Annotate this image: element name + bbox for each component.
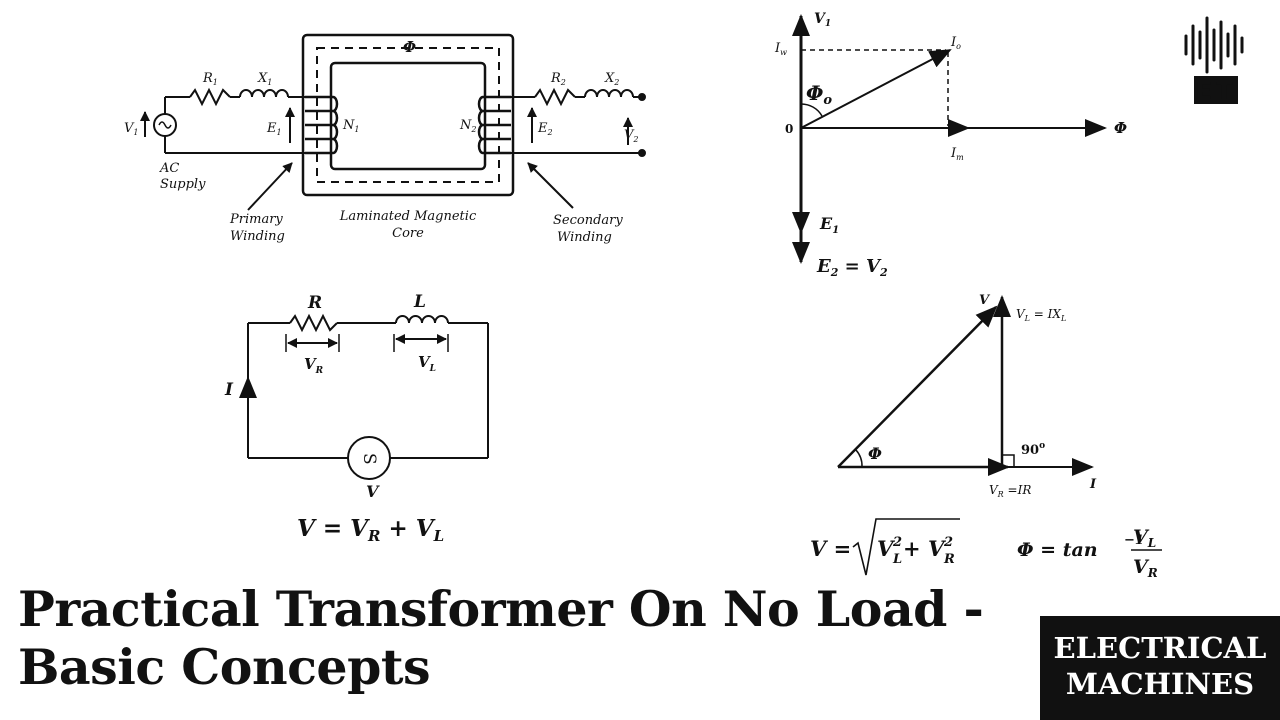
svg-text:2: 2 xyxy=(943,535,953,550)
svg-text:E1: E1 xyxy=(266,121,282,137)
flux-path xyxy=(316,47,500,183)
rl-phasor-labels: V VL = IXL 90o Φ VR =IR I xyxy=(868,293,1097,499)
angle-formula: Φ = tan −1 VL VR xyxy=(1017,526,1162,580)
svg-text:VR: VR xyxy=(1133,556,1158,580)
svg-text:Laminated Magnetic: Laminated Magnetic xyxy=(339,209,477,224)
secondary-winding xyxy=(477,95,511,155)
svg-text:Winding: Winding xyxy=(230,229,285,244)
badge-line-1: ELECTRICAL xyxy=(1053,631,1267,665)
rl-series-circuit xyxy=(239,313,489,480)
svg-text:VR =IR: VR =IR xyxy=(989,483,1031,499)
sound-wave-icon: ET xyxy=(1184,16,1244,105)
rl-phasor-triangle xyxy=(837,295,1094,476)
svg-text:VR: VR xyxy=(304,355,324,376)
svg-text:L: L xyxy=(892,552,902,567)
svg-text:X1: X1 xyxy=(257,71,272,87)
svg-text:VL = IXL: VL = IXL xyxy=(1016,307,1066,323)
inductor-x2 xyxy=(584,89,634,98)
svg-text:0: 0 xyxy=(785,122,793,136)
magnitude-formula: V = V 2 L + V 2 R xyxy=(810,518,960,576)
svg-text:Supply: Supply xyxy=(160,177,206,192)
phi0-angle-arc xyxy=(800,103,823,117)
svg-text:Im: Im xyxy=(950,146,964,162)
primary-pointer-arrow xyxy=(247,162,293,211)
transformer-labels: Φ R1 X1 R2 X2 V1 E1 N1 N2 E2 V2 AC Suppl… xyxy=(124,38,638,245)
svg-text:X2: X2 xyxy=(604,71,619,87)
svg-text:90o: 90o xyxy=(1021,441,1045,458)
svg-text:R: R xyxy=(943,552,955,567)
svg-text:V2: V2 xyxy=(624,128,638,144)
resistor-r2 xyxy=(534,87,576,107)
svg-text:V =: V = xyxy=(810,536,851,561)
svg-text:I: I xyxy=(224,380,234,400)
svg-text:Primary: Primary xyxy=(229,212,283,227)
svg-text:Winding: Winding xyxy=(557,230,612,245)
no-load-phasor-labels: V1 Iw Io Φo 0 Im Φ E1 E2 = V2 xyxy=(774,11,1127,279)
phi-angle-arc xyxy=(855,449,863,468)
svg-text:Core: Core xyxy=(392,226,424,241)
logo-text: ET xyxy=(1196,77,1237,105)
svg-text:V1: V1 xyxy=(124,121,138,137)
primary-winding xyxy=(305,95,339,155)
no-load-phasor-diagram xyxy=(792,14,1107,264)
svg-text:V: V xyxy=(877,536,896,561)
svg-text:E1: E1 xyxy=(819,214,839,236)
rl-circuit-labels: R L VR VL I S V V = VR + VL xyxy=(224,292,444,545)
secondary-pointer-arrow xyxy=(527,162,574,209)
resistor-r xyxy=(289,313,338,333)
et-logo: ET xyxy=(1180,14,1252,106)
svg-text:N1: N1 xyxy=(342,118,359,134)
svg-text:AC: AC xyxy=(159,161,179,176)
svg-text:E2 = V2: E2 = V2 xyxy=(816,256,888,279)
svg-text:Secondary: Secondary xyxy=(553,213,623,228)
svg-text:+: + xyxy=(903,536,921,561)
svg-text:V: V xyxy=(366,482,380,501)
resistor-r1 xyxy=(189,87,231,107)
svg-text:E2: E2 xyxy=(537,121,553,137)
svg-text:I: I xyxy=(1089,477,1097,492)
svg-text:S: S xyxy=(359,453,379,465)
kvl-equation: V = VR + VL xyxy=(297,515,444,545)
flux-label: Φ xyxy=(403,38,416,56)
svg-text:VL: VL xyxy=(418,353,436,374)
right-angle-mark xyxy=(1001,454,1015,468)
svg-text:L: L xyxy=(413,292,426,312)
svg-text:V: V xyxy=(979,293,991,308)
inductor-x1 xyxy=(239,89,289,98)
badge-line-2: MACHINES xyxy=(1065,667,1255,701)
svg-text:Φ: Φ xyxy=(1114,119,1127,137)
svg-text:Φ = tan: Φ = tan xyxy=(1017,539,1098,561)
title-line-2: Basic Concepts xyxy=(18,638,431,696)
v-phasor xyxy=(837,305,998,468)
svg-text:VL: VL xyxy=(1133,526,1156,550)
ac-source-icon xyxy=(153,113,177,137)
category-badge: ELECTRICAL MACHINES xyxy=(1040,616,1280,720)
source-icon xyxy=(347,436,391,480)
svg-text:V: V xyxy=(928,536,947,561)
svg-text:R1: R1 xyxy=(202,71,218,87)
svg-text:N2: N2 xyxy=(459,118,476,134)
svg-text:−1: −1 xyxy=(1124,533,1144,548)
svg-text:R: R xyxy=(307,293,322,313)
transformer-diagram xyxy=(140,33,646,211)
svg-text:Φo: Φo xyxy=(806,81,832,108)
io-phasor xyxy=(800,49,952,129)
svg-text:V1: V1 xyxy=(814,11,831,29)
core-inner xyxy=(329,61,487,171)
inductor-l xyxy=(395,315,449,324)
page-title: Practical Transformer On No Load - Basic… xyxy=(18,580,1018,696)
core-outer xyxy=(301,33,515,197)
svg-text:R2: R2 xyxy=(550,71,566,87)
title-line-1: Practical Transformer On No Load - xyxy=(18,580,984,638)
svg-text:2: 2 xyxy=(892,535,902,550)
svg-text:Io: Io xyxy=(950,35,961,51)
svg-text:Iw: Iw xyxy=(774,41,787,57)
svg-text:Φ: Φ xyxy=(868,444,882,463)
